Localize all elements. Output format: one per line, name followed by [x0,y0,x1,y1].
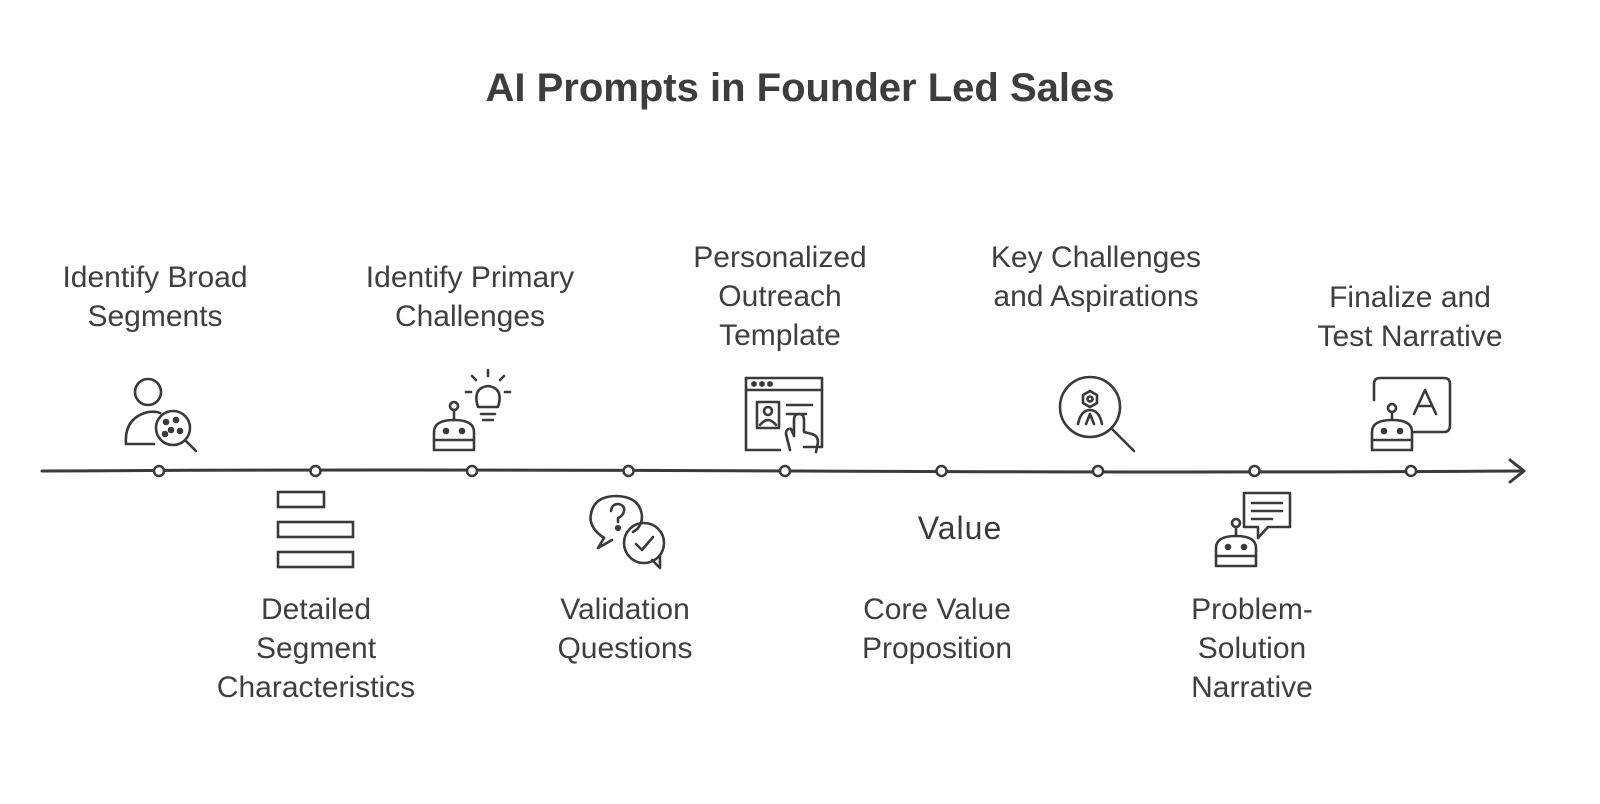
timeline-marker-5 [778,464,792,478]
value-text-icon: Value [917,510,1003,546]
timeline-marker-9 [1404,464,1418,478]
browser-profile-click-icon [744,376,824,454]
step-label-key-challenges-aspirations: Key Challenges and Aspirations [990,241,1202,313]
timeline-marker-7 [1091,464,1105,478]
chat-question-check-icon [589,494,666,570]
robot-text-icon [1370,376,1452,452]
stacked-bars-icon [276,490,355,569]
page-title: AI Prompts in Founder Led Sales [485,66,1115,110]
step-label-identify-primary-challenges: Identify Primary Challenges [365,261,575,333]
timeline-arrowhead [1508,458,1526,484]
timeline-marker-6 [935,464,948,478]
timeline-marker-1 [152,464,166,478]
robot-lightbulb-icon [432,368,512,452]
step-label-finalize-test-narrative: Finalize and Test Narrative [1317,281,1503,353]
step-label-validation-questions: Validation Questions [557,593,693,665]
timeline-marker-4 [622,464,635,478]
timeline-axis [40,468,1524,474]
user-search-icon [124,377,198,453]
step-label-problem-solution-narrative: Problem- Solution Narrative [1191,593,1313,704]
timeline-marker-3 [465,464,479,478]
step-label-core-value-proposition: Core Value Proposition [861,593,1013,665]
magnifier-gear-icon [1058,375,1136,453]
timeline-marker-8 [1248,464,1261,478]
step-label-identify-broad-segments: Identify Broad Segments [62,261,248,333]
timeline-marker-2 [309,464,322,478]
robot-chat-icon [1214,491,1292,568]
step-label-detailed-segment-characteristics: Detailed Segment Characteristics [216,593,416,704]
step-label-personalized-outreach-template: Personalized Outreach Template [693,241,867,352]
